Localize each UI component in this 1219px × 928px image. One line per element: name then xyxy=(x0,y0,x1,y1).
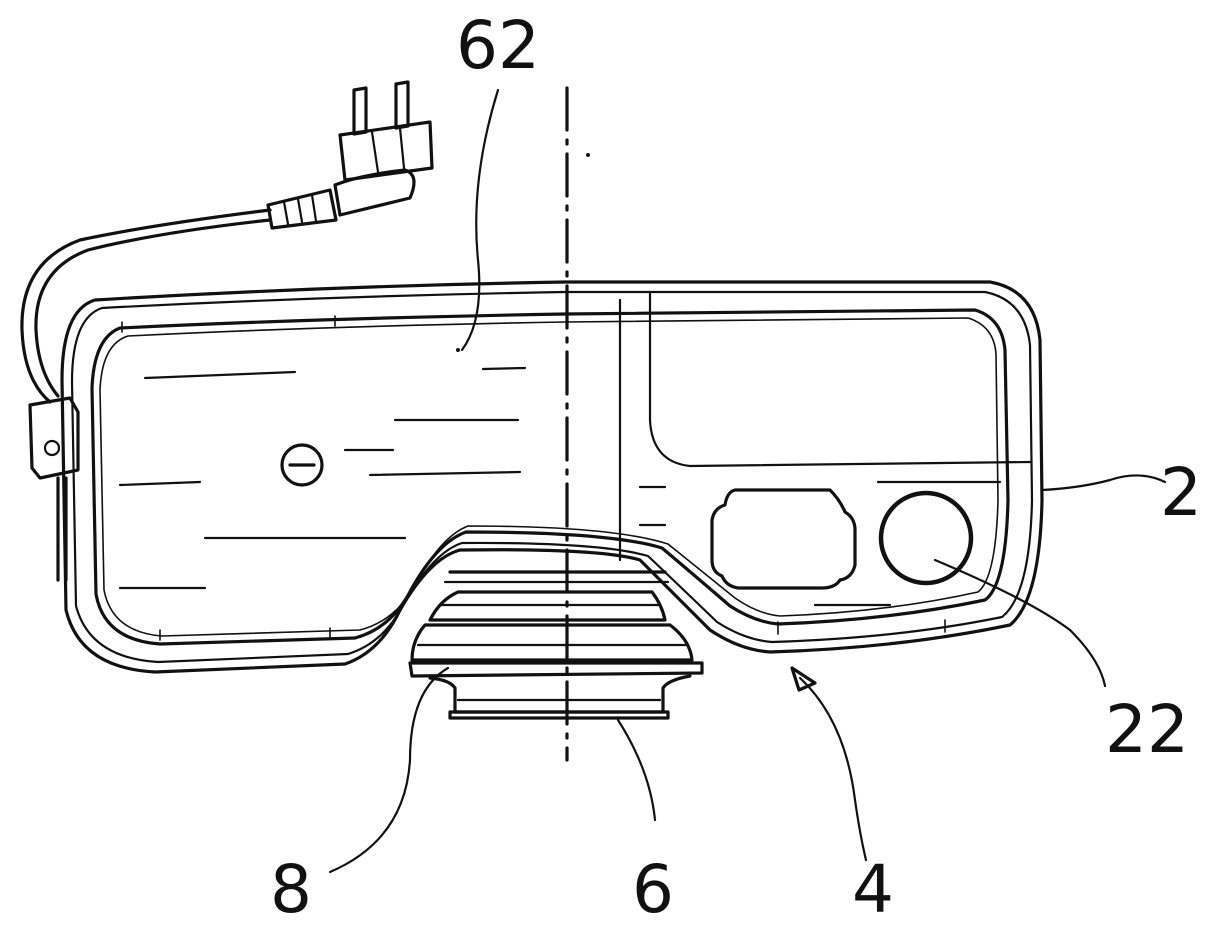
strain-rib xyxy=(310,193,318,223)
water-level-marks xyxy=(118,153,1002,607)
plug-head-rib xyxy=(370,130,380,174)
strain-rib xyxy=(296,197,304,224)
outlet-neck xyxy=(428,674,692,714)
plug-head-rib xyxy=(398,126,406,170)
internal-features xyxy=(618,292,1032,562)
water-mark xyxy=(368,470,522,477)
cord-clip xyxy=(28,396,80,480)
octagon-control xyxy=(710,488,857,590)
reference-numerals: 62 2 22 8 6 4 xyxy=(270,7,1202,928)
cord-outer xyxy=(20,208,272,404)
housing-inner-rim xyxy=(99,317,999,637)
plug-pin-right xyxy=(394,80,410,130)
cord-run-down xyxy=(56,476,68,582)
label-4: 4 xyxy=(852,851,894,928)
housing-inner-outline xyxy=(90,308,1010,646)
water-mark xyxy=(143,370,297,380)
label-22: 22 xyxy=(1105,691,1189,768)
display-window xyxy=(648,292,1032,468)
round-indicator-ring xyxy=(878,490,974,586)
bellows-upper xyxy=(428,590,667,622)
housing-second-outline xyxy=(70,290,1034,664)
leader-4 xyxy=(798,676,868,862)
leader-2 xyxy=(1040,474,1167,492)
label-6: 6 xyxy=(632,851,674,928)
water-dot xyxy=(456,348,460,352)
outlet-flange-8 xyxy=(408,661,704,678)
label-62: 62 xyxy=(456,7,540,84)
leader-8 xyxy=(328,666,450,874)
label-2: 2 xyxy=(1160,454,1202,531)
power-cord xyxy=(20,80,434,582)
tank-housing xyxy=(60,280,1044,674)
leader-lines xyxy=(328,88,1167,874)
water-dot xyxy=(586,153,590,157)
cord-clip-screw-icon xyxy=(43,439,61,457)
outlet-ring-6 xyxy=(448,710,670,720)
strain-rib xyxy=(282,200,290,226)
minus-cap xyxy=(280,443,324,487)
round-indicator xyxy=(878,490,974,586)
outlet-assembly xyxy=(408,570,704,720)
water-mark xyxy=(481,366,527,371)
plug-pin-left xyxy=(352,86,368,136)
minus-cap-ring xyxy=(280,443,324,487)
water-mark xyxy=(118,480,202,487)
leader-22 xyxy=(933,558,1107,688)
leader-6 xyxy=(616,718,657,822)
housing-outer-outline xyxy=(60,280,1044,674)
strain-relief xyxy=(266,188,338,230)
label-8: 8 xyxy=(270,851,312,928)
leader-4-arrow-icon xyxy=(790,666,817,692)
bellows-lower xyxy=(410,623,694,662)
leader-62 xyxy=(460,88,500,352)
octagon-control-shape xyxy=(710,488,857,590)
cord-inner xyxy=(34,218,272,398)
